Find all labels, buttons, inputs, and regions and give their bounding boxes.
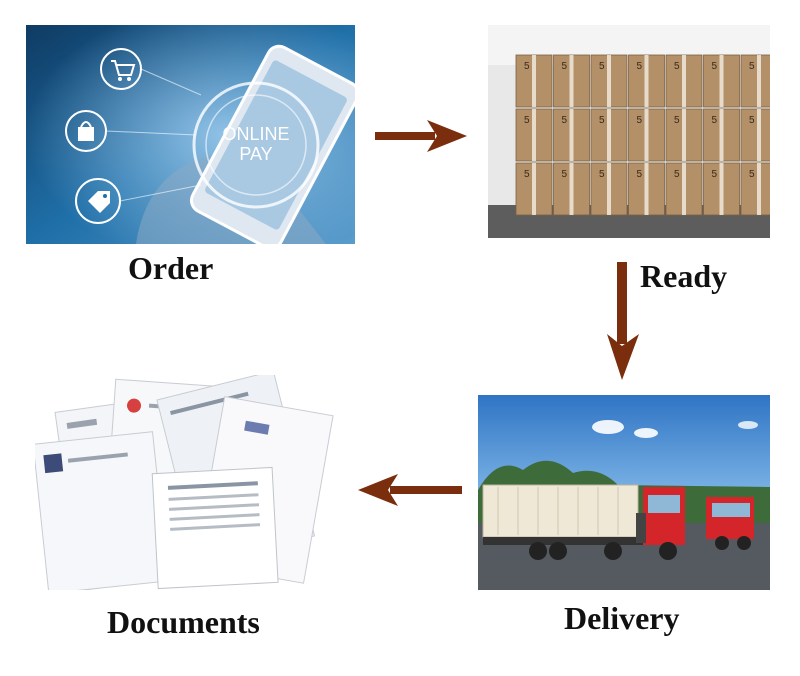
carton-mark: 5 (599, 115, 605, 126)
carton-mark: 5 (749, 169, 755, 180)
carton-strap (757, 55, 761, 107)
carton-mark: 5 (712, 61, 718, 72)
carton-strap (644, 109, 649, 161)
carton-mark: 5 (749, 115, 755, 126)
carton-box (740, 108, 770, 162)
carton-strap (719, 55, 724, 107)
truck-second (706, 497, 754, 550)
truck (482, 484, 685, 560)
carton-strap (569, 109, 574, 161)
carton-strap (607, 109, 611, 161)
carton-strap (569, 163, 574, 215)
carton-mark: 5 (674, 61, 680, 72)
carton-mark: 5 (749, 61, 755, 72)
ready-image: 5 5 5 5 5 5 5 5 5 5 5 5 5 5 5 5 5 5 5 5 5 (488, 25, 770, 238)
carton-strap (532, 55, 536, 107)
document-sheets (35, 375, 334, 590)
arrow-left-icon (358, 472, 462, 508)
carton-strap (682, 55, 686, 107)
carton-box (740, 54, 770, 108)
carton-strap (644, 55, 649, 107)
carton-mark: 5 (599, 61, 605, 72)
carton-mark: 5 (524, 61, 530, 72)
carton-strap (719, 163, 724, 215)
carton-strap (569, 55, 574, 107)
step-label-ready: Ready (640, 258, 728, 294)
carton-strap (644, 163, 649, 215)
carton-mark: 5 (674, 169, 680, 180)
carton-box (740, 162, 770, 216)
carton-strap (682, 109, 686, 161)
documents-image (35, 375, 345, 590)
carton-strap (532, 163, 536, 215)
order-image: ONLINE PAY (26, 25, 355, 244)
carton-mark: 5 (599, 169, 605, 180)
carton-mark: 5 (712, 115, 718, 126)
step-label-documents: Documents (107, 604, 260, 640)
step-label-order: Order (128, 250, 214, 286)
carton-mark: 5 (562, 61, 568, 72)
carton-mark: 5 (637, 115, 643, 126)
carton-mark: 5 (562, 115, 568, 126)
smartphone-icon (189, 44, 355, 244)
boxes-stack: 5 5 5 5 5 5 5 5 5 5 5 5 5 5 5 5 5 5 5 5 5 (515, 54, 770, 216)
price-tag-icon (75, 178, 121, 224)
carton-strap (757, 109, 761, 161)
carton-strap (757, 163, 761, 215)
carton-mark: 5 (674, 115, 680, 126)
arrow-right-icon (375, 118, 467, 154)
step-label-delivery: Delivery (564, 600, 680, 636)
arrow-down-icon (605, 262, 641, 380)
carton-mark: 5 (637, 169, 643, 180)
carton-mark: 5 (524, 115, 530, 126)
carton-mark: 5 (712, 169, 718, 180)
carton-strap (607, 163, 611, 215)
online-pay-text-1: ONLINE (222, 124, 289, 144)
carton-mark: 5 (562, 169, 568, 180)
carton-mark: 5 (637, 61, 643, 72)
carton-strap (532, 109, 536, 161)
carton-strap (607, 55, 611, 107)
delivery-image (478, 395, 770, 590)
carton-strap (719, 109, 724, 161)
online-pay-text-2: PAY (239, 144, 272, 164)
carton-mark: 5 (524, 169, 530, 180)
carton-strap (682, 163, 686, 215)
